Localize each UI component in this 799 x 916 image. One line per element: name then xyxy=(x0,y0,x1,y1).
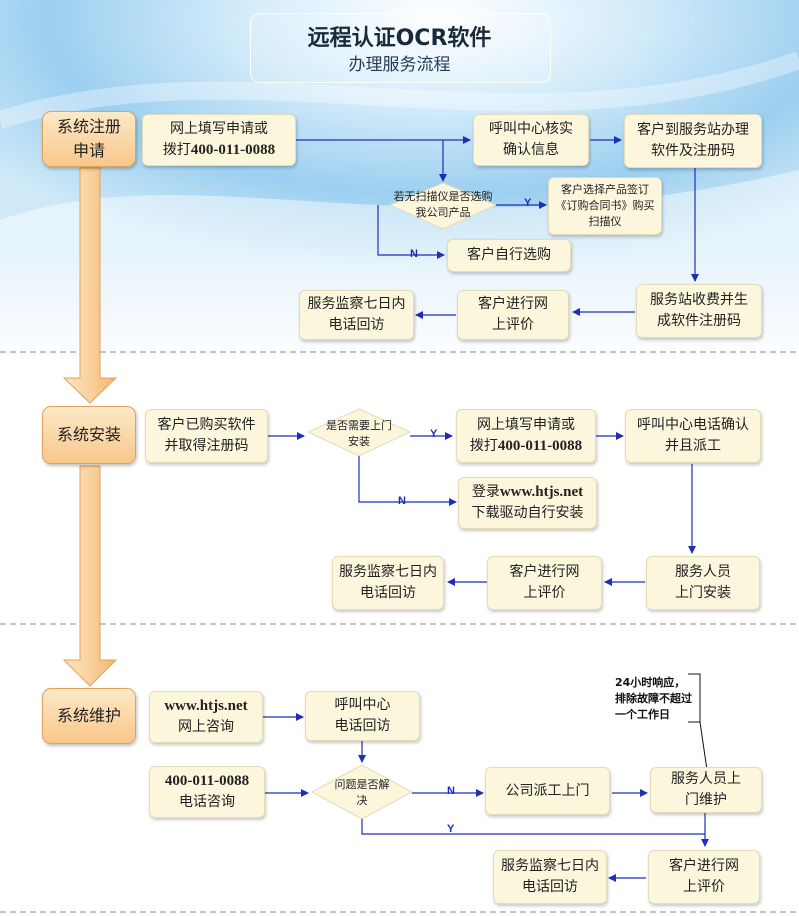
register-apply-prefix: 拨打 xyxy=(162,142,191,158)
register-supervise-text: 服务监察七日内电话回访 xyxy=(307,296,406,333)
install-download-line2: 下载驱动自行安装 xyxy=(471,505,584,521)
install-bought-box: 客户已购买软件并取得注册码 xyxy=(145,409,268,463)
register-client-station-box: 客户到服务站办理软件及注册码 xyxy=(624,114,762,168)
maintain-yes-label: Y xyxy=(447,823,455,835)
maintain-online-review-text: 客户进行网上评价 xyxy=(669,858,739,895)
maintain-callback-text: 呼叫中心电话回访 xyxy=(334,697,391,734)
install-supervise-text: 服务监察七日内电话回访 xyxy=(339,564,437,601)
register-yes-label: Y xyxy=(524,197,532,209)
install-apply-phone: 400-011-0088 xyxy=(497,438,583,454)
register-online-review-text: 客户进行网上评价 xyxy=(478,296,548,333)
install-online-review-text: 客户进行网上评价 xyxy=(509,564,580,601)
page-subtitle: 办理服务流程 xyxy=(348,55,451,75)
register-supervise-box: 服务监察七日内电话回访 xyxy=(299,290,414,340)
install-bought-text: 客户已购买软件并取得注册码 xyxy=(157,417,256,454)
maintain-web-consult-box: www.htjs.net 网上咨询 xyxy=(149,691,263,743)
page-title: 远程认证OCR软件 xyxy=(307,26,492,51)
install-no-label: N xyxy=(398,495,406,507)
register-apply-phone: 400-011-0088 xyxy=(190,142,276,158)
maintain-callback-box: 呼叫中心电话回访 xyxy=(305,691,420,741)
register-client-station-text: 客户到服务站办理软件及注册码 xyxy=(637,122,749,159)
register-callcenter-box: 呼叫中心核实确认信息 xyxy=(473,114,589,166)
install-download-site: www.htjs.net xyxy=(499,484,584,500)
register-decision-text: 若无扫描仪是否选购我公司产品 xyxy=(393,190,493,219)
register-sign-contract-text: 客户选择产品签订《订购合同书》购买扫描仪 xyxy=(555,183,655,228)
install-download-prefix: 登录 xyxy=(471,484,500,500)
register-online-review-box: 客户进行网上评价 xyxy=(457,290,569,340)
maintain-decision-text: 问题是否解决 xyxy=(334,778,390,807)
maintain-phone: 400-011-0088 xyxy=(164,773,250,789)
register-no-label: N xyxy=(410,248,418,260)
stage-register-label: 系统注册申请 xyxy=(57,117,122,160)
maintain-sla-note: 24小时响应，排除故障不超过一个工作日 xyxy=(615,676,692,721)
maintain-web-consult-text: 网上咨询 xyxy=(178,719,234,735)
maintain-online-review-box: 客户进行网上评价 xyxy=(648,850,760,904)
register-apply-line1: 网上填写申请或 xyxy=(170,121,268,137)
register-callcenter-text: 呼叫中心核实确认信息 xyxy=(489,121,573,158)
maintain-phone-consult-box: 400-011-0088 电话咨询 xyxy=(149,766,265,818)
title-panel xyxy=(250,13,551,83)
maintain-onsite-box: 服务人员上门维护 xyxy=(650,767,762,813)
maintain-supervise-text: 服务监察七日内电话回访 xyxy=(501,858,599,895)
stage-maintain: 系统维护 xyxy=(42,688,136,744)
maintain-web-site: www.htjs.net xyxy=(164,698,248,714)
install-onsite-text: 服务人员上门安装 xyxy=(675,564,731,601)
maintain-no-label: N xyxy=(447,785,455,797)
maintain-supervise-box: 服务监察七日内电话回访 xyxy=(493,850,607,904)
stage-install-label: 系统安装 xyxy=(56,425,121,444)
install-apply-box: 网上填写申请或 拨打400-011-0088 xyxy=(456,409,596,463)
register-sign-contract-box: 客户选择产品签订《订购合同书》购买扫描仪 xyxy=(548,177,662,235)
install-apply-prefix: 拨打 xyxy=(469,438,498,454)
install-yes-label: Y xyxy=(430,428,438,440)
maintain-dispatch-text: 公司派工上门 xyxy=(505,782,590,799)
stage-maintain-label: 系统维护 xyxy=(56,706,121,725)
stage-register: 系统注册申请 xyxy=(42,111,136,167)
install-callcenter-box: 呼叫中心电话确认并且派工 xyxy=(625,409,761,463)
install-apply-line1: 网上填写申请或 xyxy=(477,417,575,433)
install-download-box: 登录www.htjs.net 下载驱动自行安装 xyxy=(458,477,597,529)
register-station-fee-text: 服务站收费并生成软件注册码 xyxy=(650,292,748,329)
register-self-buy-box: 客户自行选购 xyxy=(447,239,571,272)
install-supervise-box: 服务监察七日内电话回访 xyxy=(332,556,444,610)
install-callcenter-text: 呼叫中心电话确认并且派工 xyxy=(637,417,749,454)
register-self-buy-text: 客户自行选购 xyxy=(467,247,551,263)
stage-install: 系统安装 xyxy=(42,406,136,464)
register-station-fee-box: 服务站收费并生成软件注册码 xyxy=(636,284,762,338)
maintain-dispatch-box: 公司派工上门 xyxy=(485,767,610,815)
register-apply-box: 网上填写申请或 拨打400-011-0088 xyxy=(142,114,296,166)
install-onsite-box: 服务人员上门安装 xyxy=(646,556,760,610)
install-online-review-box: 客户进行网上评价 xyxy=(487,556,602,610)
maintain-onsite-text: 服务人员上门维护 xyxy=(671,771,741,808)
install-decision-text: 是否需要上门安装 xyxy=(326,419,392,448)
maintain-phone-consult-text: 电话咨询 xyxy=(179,794,235,810)
